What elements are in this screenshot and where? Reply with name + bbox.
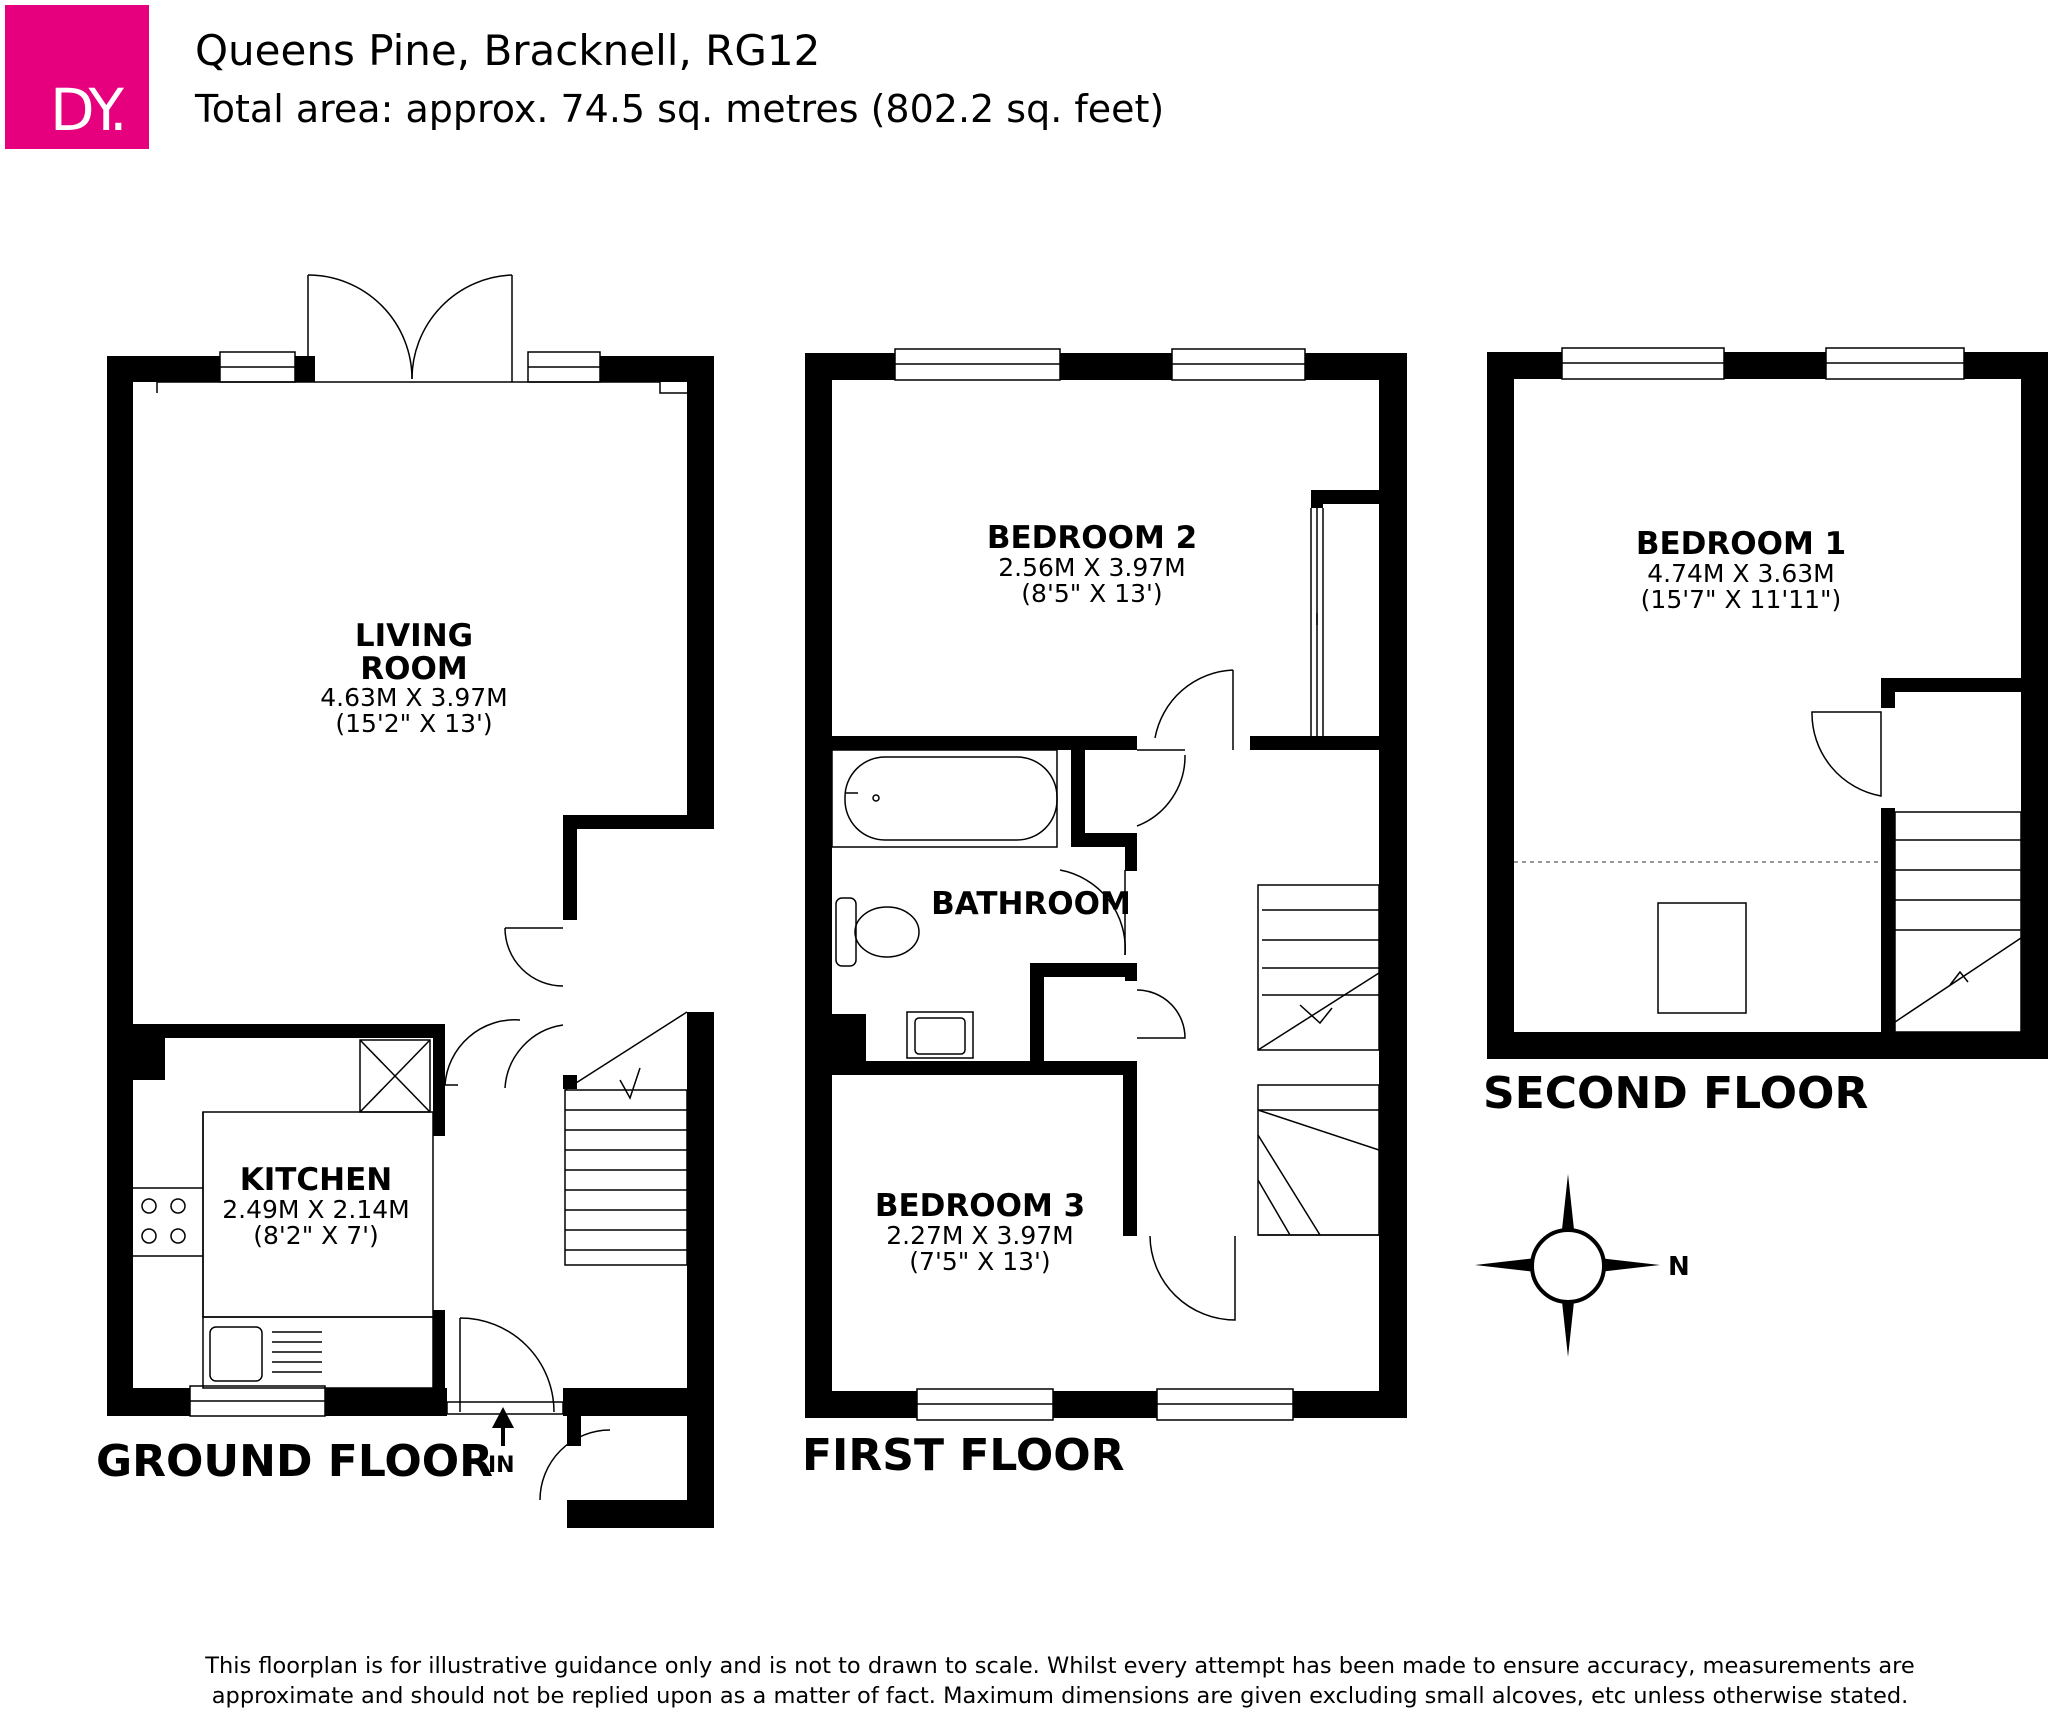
- wall: [433, 1310, 445, 1402]
- disclaimer: This floorplan is for illustrative guida…: [0, 1651, 2048, 1711]
- living-room-metric: 4.63M X 3.97M: [320, 683, 508, 713]
- wall: [1030, 963, 1044, 1061]
- wall: [295, 356, 315, 382]
- wall: [1881, 678, 1895, 708]
- wall: [107, 356, 133, 1416]
- wall: [1250, 736, 1379, 750]
- wall: [1487, 352, 1562, 379]
- wall: [1071, 833, 1137, 847]
- total-area: Total area: approx. 74.5 sq. metres (802…: [195, 87, 1165, 131]
- wall: [107, 356, 220, 382]
- wall: [805, 353, 895, 380]
- wall: [1487, 1032, 2048, 1059]
- room-label-bedroom-3: BEDROOM 3 2.27M X 3.97M (7'5" X 13'): [875, 1190, 1085, 1275]
- bathroom-name: BATHROOM: [931, 886, 1131, 922]
- wall: [563, 1075, 577, 1089]
- first-floor-plan: [805, 353, 1407, 1418]
- kitchen-metric: 2.49M X 2.14M: [222, 1194, 410, 1224]
- kitchen-imperial: (8'2" X 7'): [253, 1220, 379, 1250]
- entrance-label: IN: [488, 1453, 515, 1478]
- property-address: Queens Pine, Bracknell, RG12: [195, 26, 821, 75]
- ground-floor-details: [133, 274, 688, 1501]
- bedroom-3-imperial: (7'5" X 13'): [909, 1246, 1051, 1276]
- wall: [832, 1014, 866, 1061]
- wall: [1071, 750, 1085, 845]
- wall: [563, 815, 577, 920]
- wall: [687, 356, 714, 826]
- room-label-bathroom: BATHROOM: [931, 888, 1131, 921]
- wall: [1293, 1391, 1407, 1418]
- disclaimer-line-1: This floorplan is for illustrative guida…: [205, 1653, 1915, 1679]
- wall: [2021, 352, 2048, 1059]
- logo-text: DY.: [50, 76, 128, 144]
- compass-icon: [1475, 1174, 1660, 1357]
- bedroom-1-name: BEDROOM 1: [1635, 526, 1847, 562]
- second-floor-details: [1561, 347, 2022, 1033]
- kitchen-name: KITCHEN: [239, 1162, 393, 1198]
- wall: [687, 1012, 714, 1528]
- second-floor-plan: [1487, 352, 2048, 1059]
- room-label-kitchen: KITCHEN 2.49M X 2.14M (8'2" X 7'): [222, 1164, 410, 1249]
- wall: [1030, 963, 1137, 977]
- wall: [1060, 353, 1172, 380]
- wall: [832, 1061, 1137, 1075]
- wall: [567, 1412, 581, 1446]
- brand-logo: DY.: [5, 5, 149, 149]
- wall: [1125, 963, 1137, 981]
- room-label-living-room: LIVING ROOM 4.63M X 3.97M (15'2" X 13'): [320, 620, 508, 738]
- wall: [1379, 353, 1407, 1418]
- wall: [107, 1388, 190, 1416]
- bedroom-1-metric: 4.74M X 3.63M: [1647, 558, 1835, 588]
- wall: [832, 736, 1137, 750]
- wall: [1311, 490, 1323, 508]
- bedroom-3-name: BEDROOM 3: [874, 1188, 1086, 1224]
- living-room-imperial: (15'2" X 13'): [335, 709, 493, 739]
- bedroom-3-metric: 2.27M X 3.97M: [886, 1220, 1074, 1250]
- entrance-arrow-icon: [492, 1407, 514, 1428]
- floor-label-second: SECOND FLOOR: [1483, 1068, 1869, 1119]
- wall: [133, 1024, 165, 1080]
- bedroom-2-imperial: (8'5" X 13'): [1021, 578, 1163, 608]
- bedroom-1-imperial: (15'7" X 11'11"): [1640, 584, 1842, 614]
- room-label-bedroom-2: BEDROOM 2 2.56M X 3.97M (8'5" X 13'): [987, 522, 1197, 607]
- wall: [563, 815, 714, 829]
- first-floor-details: [831, 348, 1380, 1421]
- living-room-name-2: ROOM: [360, 650, 468, 687]
- wall: [1053, 1391, 1157, 1418]
- wall: [1125, 833, 1137, 871]
- wall: [433, 1024, 445, 1136]
- wall: [805, 353, 832, 1418]
- floor-label-ground: GROUND FLOOR: [96, 1436, 494, 1487]
- wall: [1881, 678, 2021, 692]
- floor-label-first: FIRST FLOOR: [802, 1430, 1125, 1481]
- bedroom-2-name: BEDROOM 2: [986, 520, 1198, 556]
- wall: [1881, 808, 1895, 1032]
- wall: [805, 1391, 917, 1418]
- living-room-name: LIVING: [354, 618, 474, 654]
- wall: [567, 1500, 714, 1528]
- wall: [1724, 352, 1826, 379]
- room-label-bedroom-1: BEDROOM 1 4.74M X 3.63M (15'7" X 11'11"): [1636, 528, 1846, 613]
- wall: [1487, 352, 1514, 1059]
- wall: [325, 1388, 447, 1416]
- disclaimer-line-2: approximate and should not be replied up…: [211, 1683, 1909, 1709]
- wall: [1311, 490, 1379, 504]
- ground-floor-plan: [107, 356, 714, 1528]
- wall: [133, 1024, 443, 1038]
- compass-north-label: N: [1668, 1252, 1690, 1282]
- bedroom-2-metric: 2.56M X 3.97M: [998, 552, 1186, 582]
- wall: [1123, 1061, 1137, 1236]
